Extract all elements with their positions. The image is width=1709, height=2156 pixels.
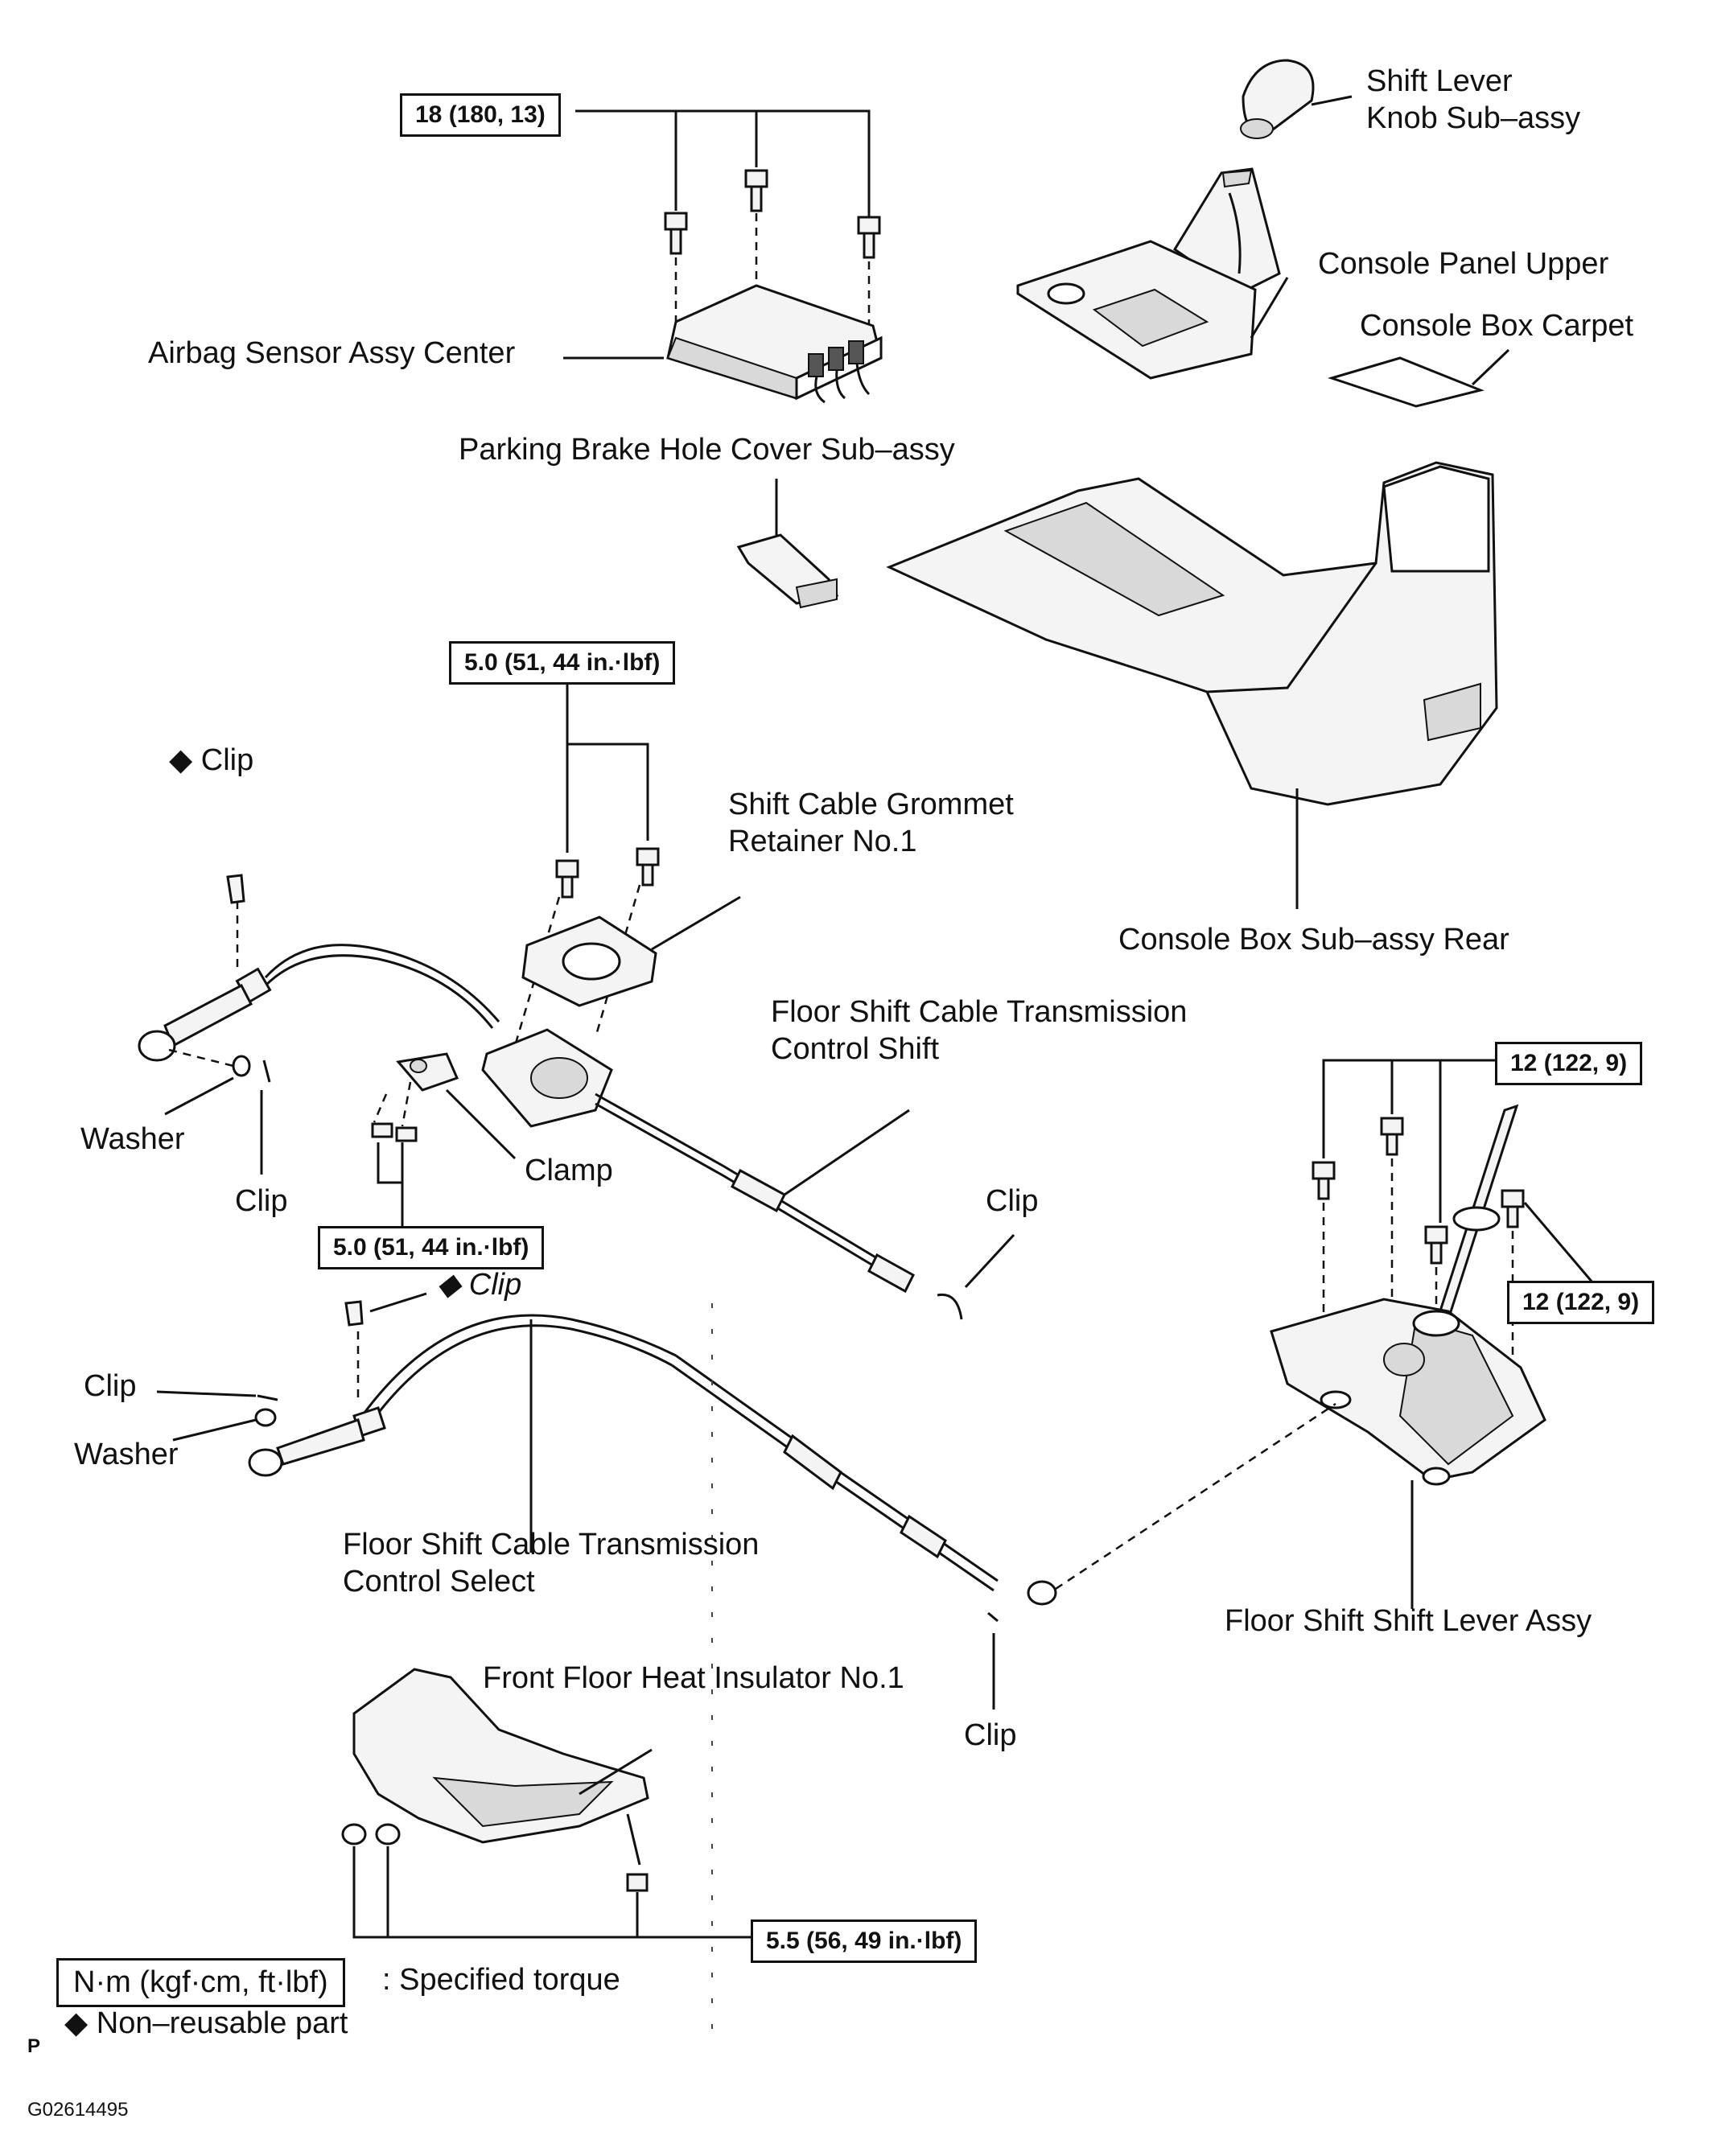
page-letter: P	[27, 2035, 41, 2057]
select-cable-to-lever-dash	[1055, 1402, 1336, 1590]
diamond-icon: ◆	[169, 743, 193, 777]
label-washer-upper: Washer	[80, 1122, 185, 1156]
cable-clamp	[371, 1052, 517, 1227]
label-washer-lower: Washer	[74, 1438, 179, 1471]
label-console-box-carpet: Console Box Carpet	[1360, 309, 1634, 343]
airbag-bolts	[664, 169, 881, 330]
torque-spec-lever-bolts-right: 12 (122, 9)	[1507, 1281, 1655, 1324]
legend-unit-box: N·m (kgf·cm, ft·lbf)	[56, 1958, 345, 2007]
label-grommet-retainer: Shift Cable Grommet Retainer No.1	[728, 788, 1014, 859]
airbag-sensor-module	[563, 284, 883, 404]
shift-lever-assy	[1270, 1104, 1546, 1609]
grommet-retainer	[521, 895, 741, 1007]
diamond-icon: ◆	[437, 1268, 461, 1302]
console-box-carpet	[1327, 348, 1510, 408]
shift-cable-grommet-plate	[481, 1028, 613, 1128]
label-clip-left-lower: Clip	[84, 1369, 137, 1403]
legend-unit-text: : Specified torque	[382, 1963, 620, 1997]
label-console-box-rear: Console Box Sub–assy Rear	[1118, 923, 1509, 957]
torque-spec-airbag-bolts: 18 (180, 13)	[400, 93, 561, 137]
label-heat-insulator: Front Floor Heat Insulator No.1	[483, 1661, 904, 1695]
legend-non-reusable: ◆ Non–reusable part	[64, 2006, 348, 2040]
heat-insulator-fasteners	[341, 1823, 752, 1939]
label-clip-upper-small: Clip	[235, 1184, 288, 1218]
label-cable-control-shift: Floor Shift Cable Transmission Control S…	[771, 995, 1188, 1067]
torque-spec-grommet-bolts: 5.0 (51, 44 in.·lbf)	[449, 641, 676, 685]
console-panel-upper	[1016, 240, 1289, 380]
shift-boot	[1172, 167, 1281, 295]
label-clamp: Clamp	[525, 1154, 613, 1187]
label-clip-non-reusable-top: ◆ Clip	[169, 743, 254, 777]
console-box-rear	[886, 461, 1498, 909]
torque-spec-clamp-bolts: 5.0 (51, 44 in.·lbf)	[318, 1226, 545, 1269]
heat-insulator	[352, 1668, 653, 1866]
shift-knob	[1240, 59, 1353, 139]
control-shift-cable	[138, 944, 915, 1294]
diamond-icon: ◆	[64, 2006, 89, 2040]
label-shift-lever-knob: Shift Lever Knob Sub–assy	[1366, 64, 1581, 136]
clip-right-upper	[937, 1233, 1015, 1320]
label-cable-control-select: Floor Shift Cable Transmission Control S…	[343, 1528, 760, 1599]
clip-and-washer-upper	[164, 874, 271, 1175]
control-select-cable	[248, 1314, 1057, 1606]
label-clip-right-upper: Clip	[986, 1184, 1039, 1218]
label-console-panel-upper: Console Panel Upper	[1318, 247, 1609, 281]
label-clip-bottom: Clip	[964, 1718, 1017, 1752]
torque-spec-lever-bolts-top: 12 (122, 9)	[1495, 1042, 1643, 1085]
parking-brake-cover	[736, 479, 839, 609]
figure-code: G02614495	[27, 2099, 129, 2121]
torque-spec-heat-insulator-bolts: 5.5 (56, 49 in.·lbf)	[751, 1919, 978, 1963]
clips-and-washer-lower	[156, 1292, 999, 1710]
label-airbag-sensor: Airbag Sensor Assy Center	[148, 336, 516, 370]
label-clip-non-reusable-mid: ◆ Clip	[437, 1268, 522, 1302]
label-lever-assy: Floor Shift Shift Lever Assy	[1225, 1604, 1592, 1638]
label-parking-brake-cover: Parking Brake Hole Cover Sub–assy	[459, 433, 955, 467]
airbag-torque-leader-lines	[575, 109, 871, 217]
